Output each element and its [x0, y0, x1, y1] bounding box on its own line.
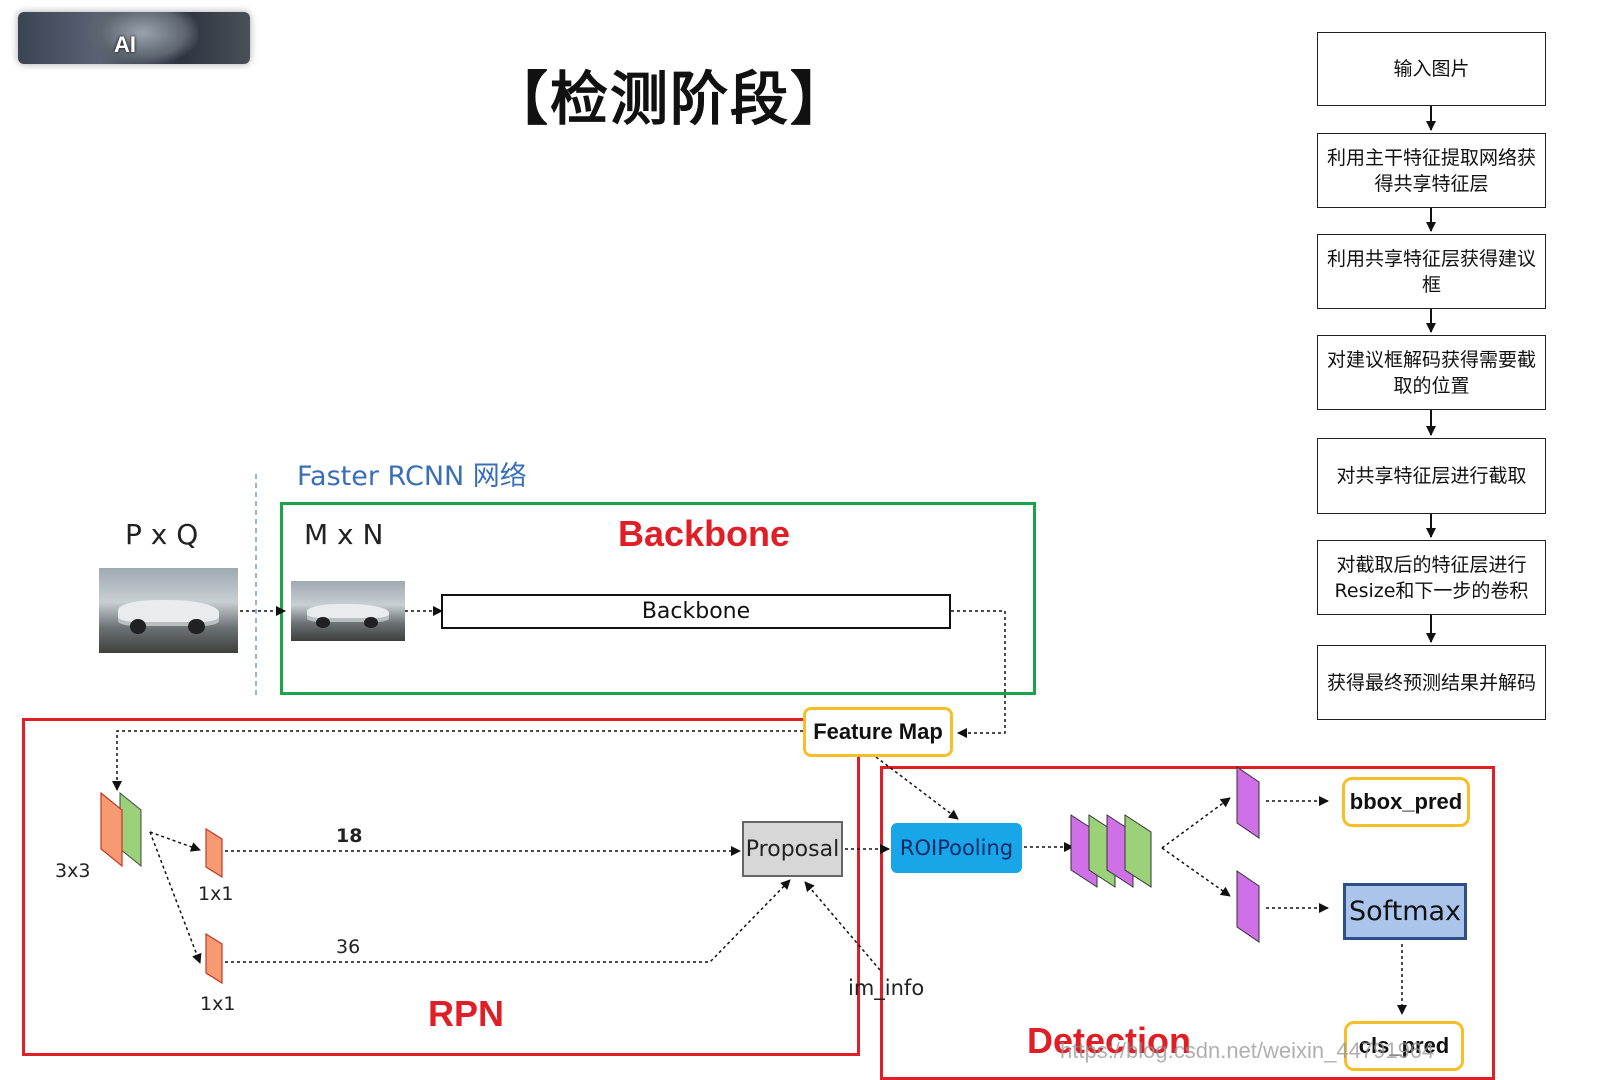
softmax-block: Softmax: [1343, 883, 1467, 940]
webcam-label: AI: [114, 32, 136, 57]
flow-step: 利用主干特征提取网络获得共享特征层: [1317, 133, 1546, 208]
resized-car-image: [291, 581, 405, 641]
flow-step: 获得最终预测结果并解码: [1317, 645, 1546, 720]
im-info-label: im_info: [848, 976, 925, 1000]
backbone-region-label: Backbone: [618, 513, 791, 554]
watermark: https://blog.csdn.net/weixin_44791964: [1060, 1038, 1435, 1063]
flow-step: 对截取后的特征层进行Resize和下一步的卷积: [1317, 540, 1546, 615]
rpn-1x1-cls-block: [205, 827, 223, 879]
flow-step: 对建议框解码获得需要截取的位置: [1317, 335, 1546, 410]
input-size-label: P x Q: [125, 518, 199, 551]
input-car-image: [99, 568, 238, 653]
rpn-region: [22, 718, 860, 1056]
webcam-thumbnail: AI: [18, 12, 250, 64]
proposal-block: Proposal: [742, 821, 843, 877]
roi-pooling-block: ROIPooling: [891, 823, 1022, 873]
rpn-3x3-conv-blocks: [100, 791, 142, 868]
detection-region: [880, 766, 1495, 1080]
flow-step: 对共享特征层进行截取: [1317, 438, 1546, 514]
rpn-region-label: RPN: [428, 993, 505, 1034]
reg-channels-label: 36: [336, 936, 361, 958]
feature-map-block: Feature Map: [803, 707, 953, 757]
presenter-silhouette: [88, 12, 198, 64]
network-label: Faster RCNN 网络: [297, 461, 527, 492]
conv1x1-top-label: 1x1: [198, 883, 234, 905]
slide-title: 【检测阶段】: [490, 65, 851, 133]
conv1x1-bottom-label: 1x1: [200, 993, 236, 1015]
flow-step: 利用共享特征层获得建议框: [1317, 234, 1546, 309]
backbone-block: Backbone: [441, 594, 951, 629]
cls-channels-label: 18: [336, 825, 363, 847]
rpn-1x1-reg-block: [205, 932, 223, 985]
resized-size-label: M x N: [304, 518, 384, 551]
backbone-region: [280, 502, 1036, 695]
detection-region-label: Detection: [1027, 1020, 1192, 1061]
bbox-pred-block: bbox_pred: [1342, 777, 1470, 827]
cls-pred-block: cls_pred: [1344, 1021, 1464, 1071]
roi-feature-blocks: [1070, 814, 1152, 888]
flow-step: 输入图片: [1317, 32, 1546, 106]
cls-fc-block: [1236, 870, 1260, 943]
bbox-fc-block: [1236, 766, 1260, 839]
conv3x3-label: 3x3: [55, 860, 91, 882]
